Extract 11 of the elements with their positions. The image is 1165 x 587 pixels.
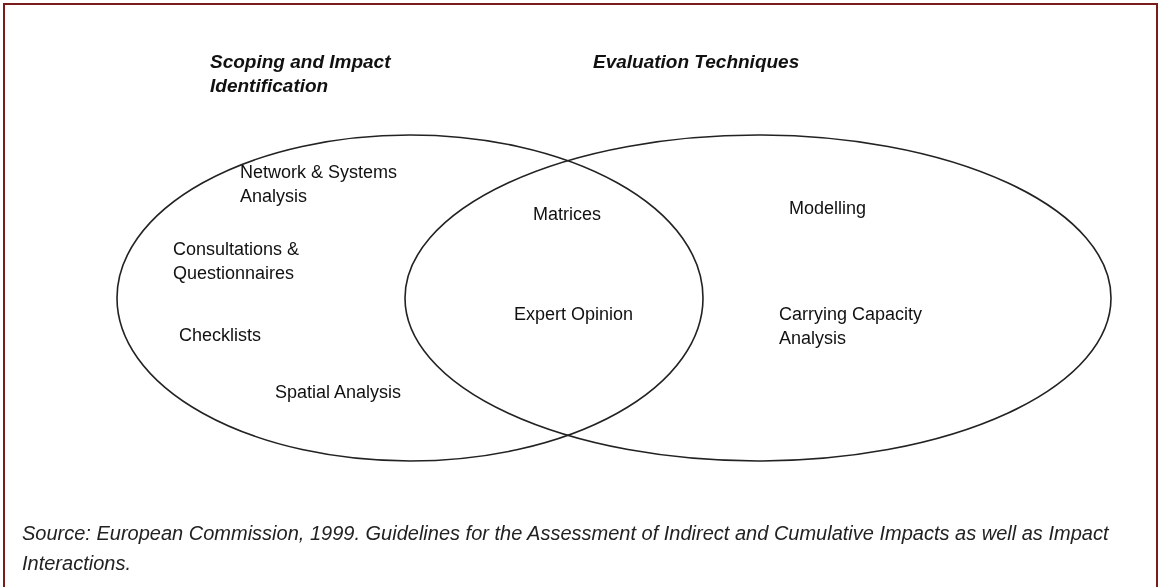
source-caption: Source: European Commission, 1999. Guidelines for the Assessment of Indirect and Cumulative Impacts as well as Impact Interactions. <box>22 521 1110 576</box>
item-label: Carrying Capacity Analysis <box>779 303 924 350</box>
item-label: Expert Opinion <box>514 303 634 326</box>
item-label: Network & Systems Analysis <box>240 161 399 208</box>
set-heading: Evaluation Techniques <box>593 50 801 74</box>
item-label: Modelling <box>789 197 867 220</box>
item-label: Spatial Analysis <box>275 381 402 404</box>
item-label: Matrices <box>533 203 601 226</box>
set-heading: Scoping and Impact Identification <box>210 50 392 98</box>
item-label: Consultations & Questionnaires <box>173 238 301 285</box>
item-label: Checklists <box>179 324 262 347</box>
